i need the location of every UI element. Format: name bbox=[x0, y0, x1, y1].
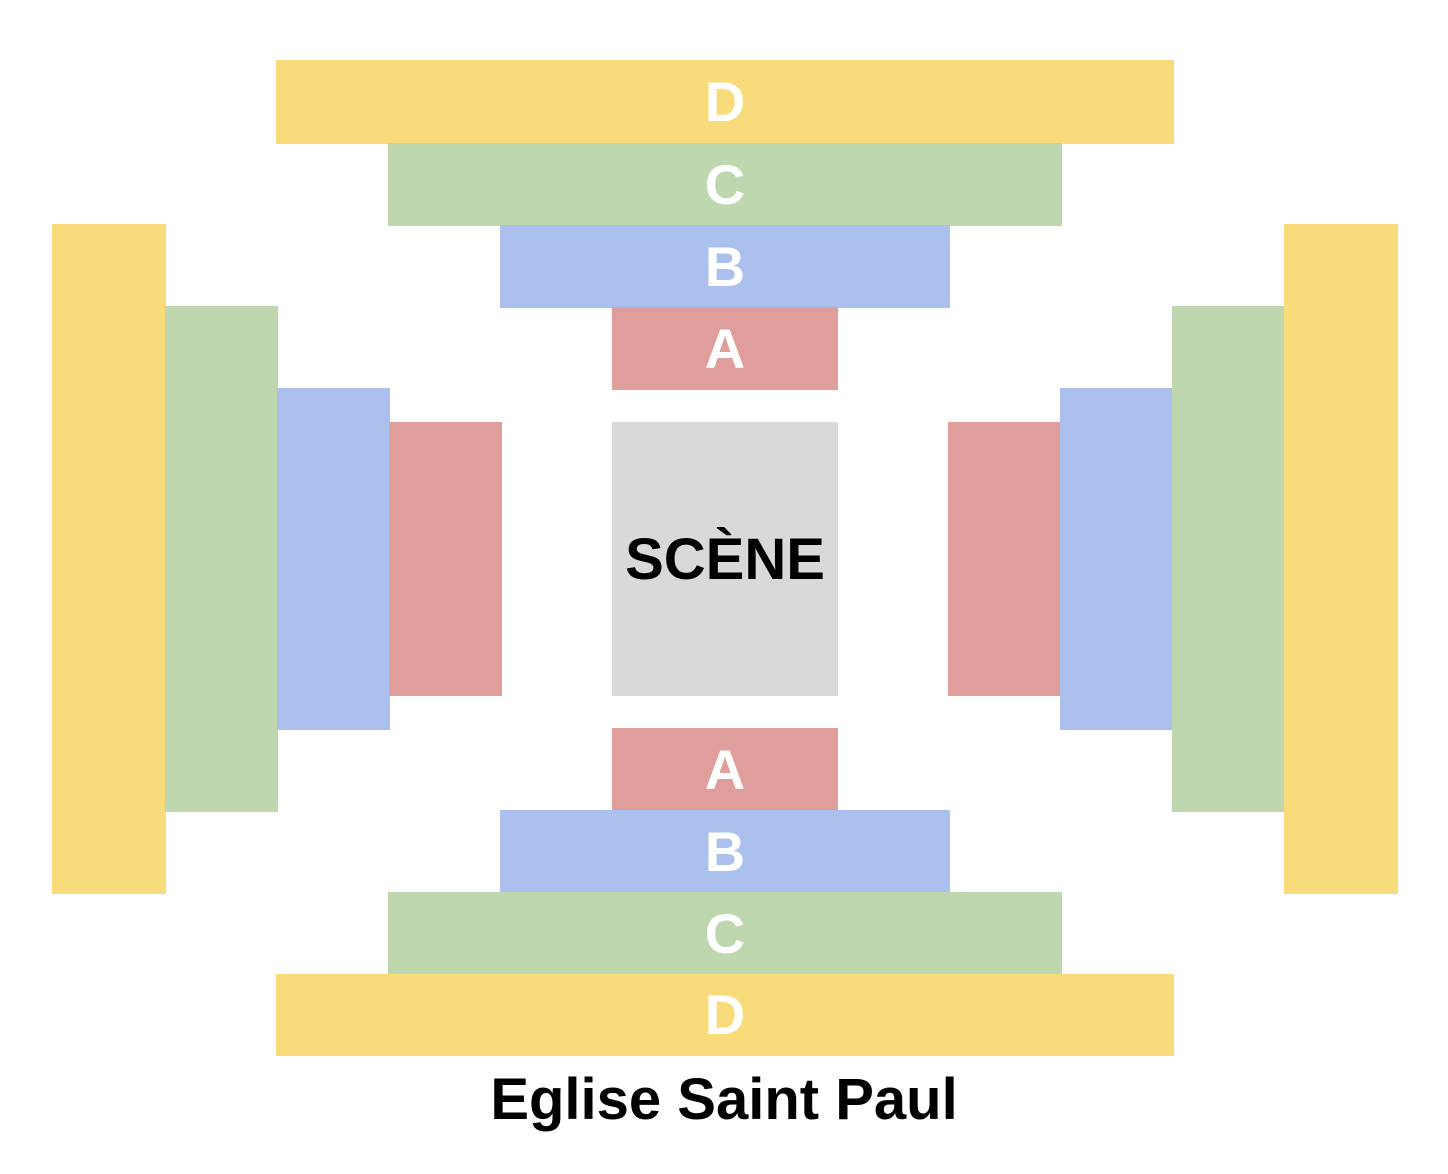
section-right-b[interactable] bbox=[1060, 388, 1173, 730]
section-top-a[interactable]: A bbox=[612, 307, 838, 390]
venue-name: Eglise Saint Paul bbox=[490, 1067, 958, 1132]
section-left-d[interactable] bbox=[52, 224, 166, 894]
section-right-c[interactable] bbox=[1172, 306, 1285, 812]
section-right-a[interactable] bbox=[948, 422, 1061, 696]
section-bottom-c[interactable]: C bbox=[388, 892, 1062, 975]
section-bottom-a[interactable]: A bbox=[612, 728, 838, 811]
section-left-b[interactable] bbox=[277, 388, 390, 730]
section-right-d[interactable] bbox=[1284, 224, 1398, 894]
section-top-d-label: D bbox=[704, 70, 746, 133]
section-bottom-c-label: C bbox=[704, 901, 746, 965]
section-top-a-label: A bbox=[704, 316, 746, 380]
stage: SCÈNE bbox=[612, 422, 838, 696]
section-bottom-a-label: A bbox=[704, 737, 746, 801]
section-bottom-d-label: D bbox=[704, 983, 746, 1046]
section-bottom-d[interactable]: D bbox=[276, 974, 1174, 1056]
section-top-b[interactable]: B bbox=[500, 225, 950, 308]
section-top-d[interactable]: D bbox=[276, 60, 1174, 144]
section-left-c[interactable] bbox=[165, 306, 278, 812]
stage-label: SCÈNE bbox=[625, 526, 825, 592]
section-top-c-label: C bbox=[704, 152, 746, 216]
section-bottom-b-label: B bbox=[704, 819, 746, 883]
section-bottom-b[interactable]: B bbox=[500, 810, 950, 893]
section-left-a[interactable] bbox=[389, 422, 502, 696]
section-top-c[interactable]: C bbox=[388, 143, 1062, 226]
section-top-b-label: B bbox=[704, 234, 746, 298]
